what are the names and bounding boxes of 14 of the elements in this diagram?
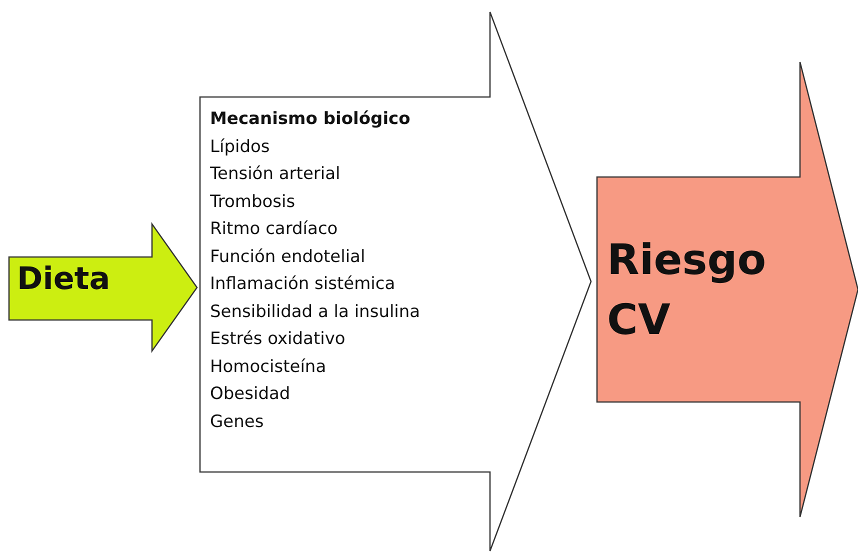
list-item: Trombosis xyxy=(210,190,296,214)
list-item: Lípidos xyxy=(210,136,270,158)
list-item: Homocisteína xyxy=(210,356,326,378)
list-item: Genes xyxy=(210,410,264,434)
list-heading: Mecanismo biológico xyxy=(210,108,410,131)
list-item: Inflamación sistémica xyxy=(210,273,396,296)
list-item: Estrés oxidativo xyxy=(210,328,346,351)
list-item: Sensibilidad a la insulina xyxy=(210,300,420,324)
list-item: Tensión arterial xyxy=(210,163,340,186)
arrow-label: Dieta xyxy=(17,262,110,296)
arrow-label: Riesgo CV xyxy=(607,234,768,346)
list-item: Ritmo cardíaco xyxy=(210,218,338,241)
list-item: Función endotelial xyxy=(210,246,366,268)
list-item: Obesidad xyxy=(210,383,290,406)
